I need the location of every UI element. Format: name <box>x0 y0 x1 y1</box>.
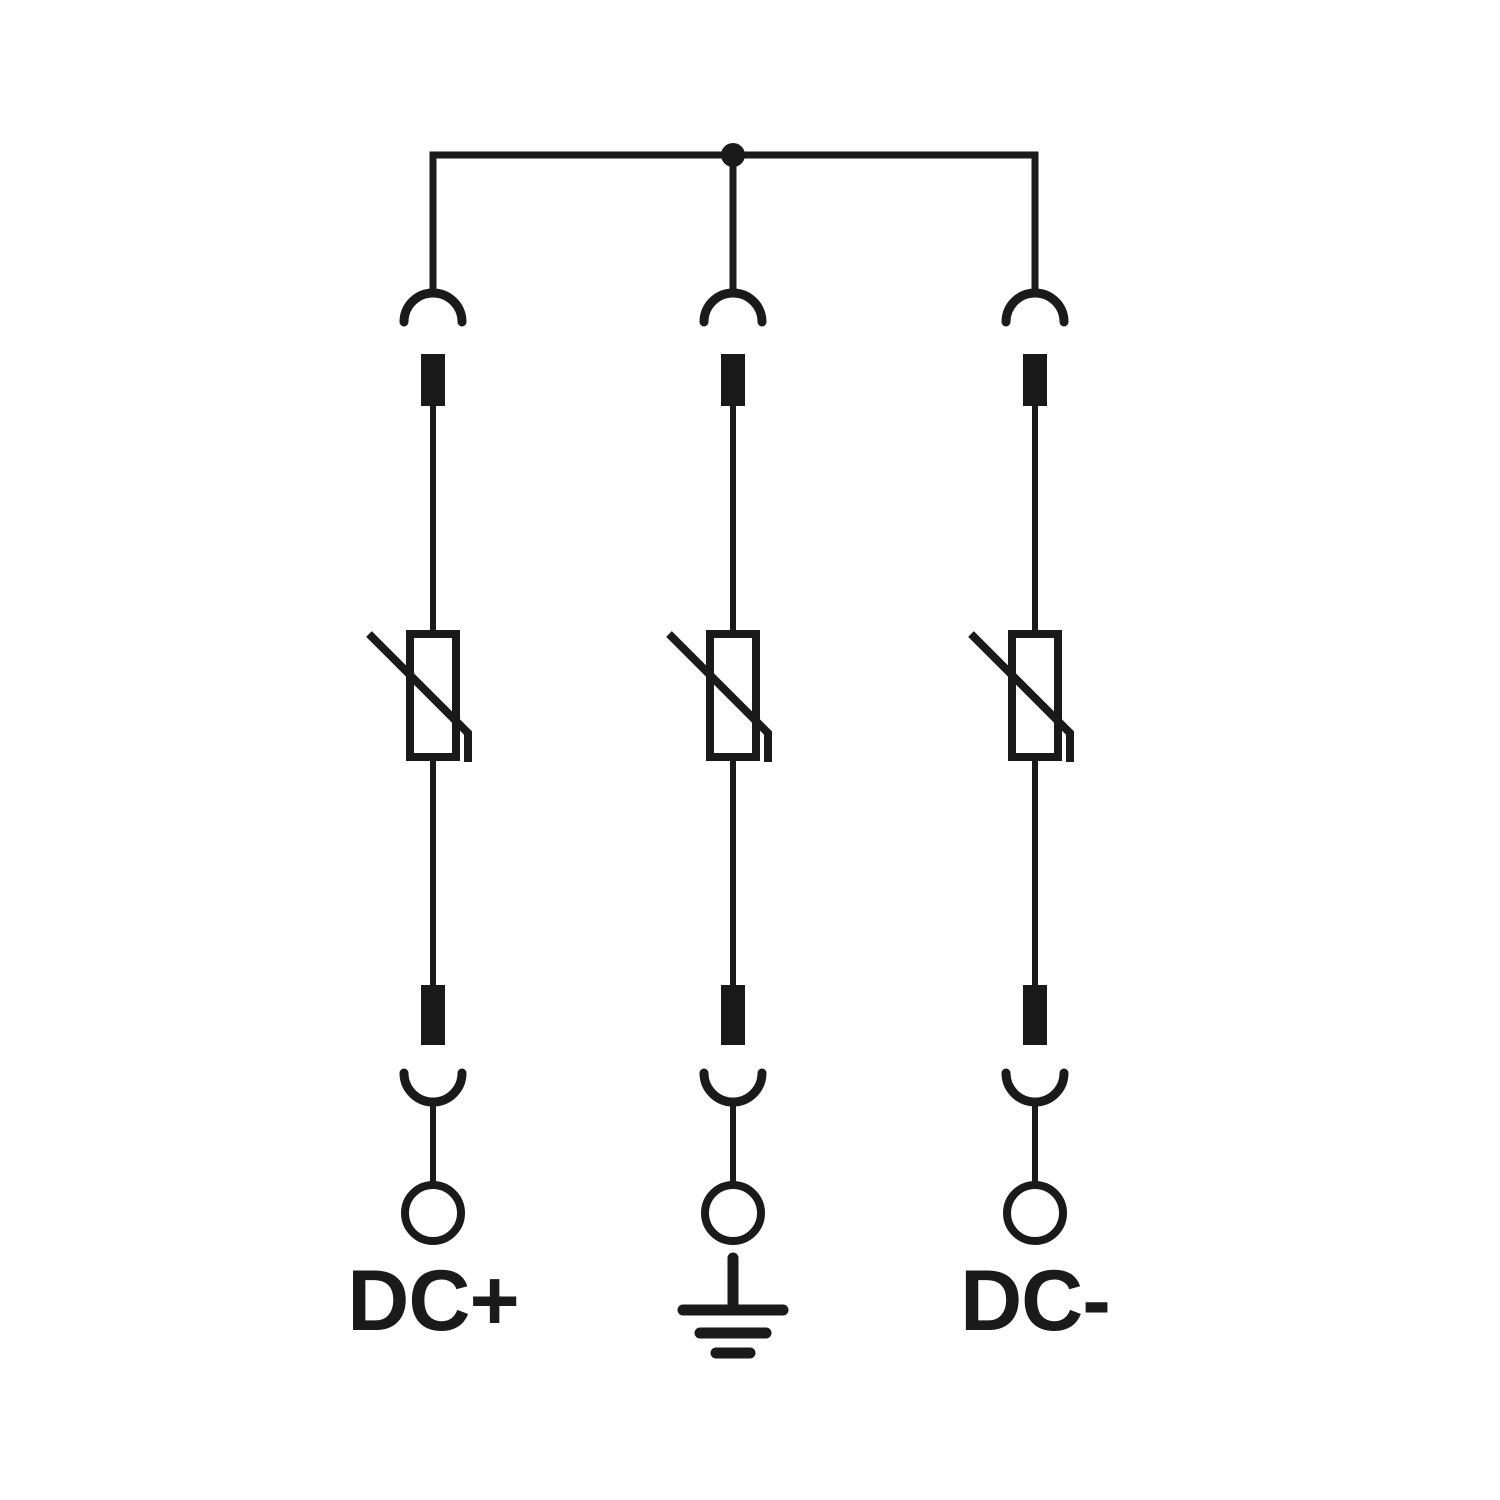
top-busbar-group <box>429 143 1039 293</box>
varistor-slash-dc-minus <box>968 631 1074 762</box>
plug-blade-contact-top-dc-minus <box>1023 354 1047 406</box>
terminal-circle-dc-minus <box>1003 1181 1067 1245</box>
label-dc-minus: DC- <box>960 1253 1110 1349</box>
branch-dc-plus <box>366 288 472 1245</box>
plug-blade-contact-bottom-dc-plus <box>421 985 445 1045</box>
earth-ground-symbol <box>677 1252 789 1359</box>
plug-blade-contact-top-dc-plus <box>421 354 445 406</box>
plug-socket-contact-bottom-earth <box>699 1068 767 1107</box>
branch-dc-minus <box>968 288 1074 1245</box>
busbar-junction-node <box>721 143 745 167</box>
plug-socket-contact-bottom-dc-minus <box>1001 1068 1069 1107</box>
plug-socket-contact-top-dc-minus <box>1001 288 1069 327</box>
plug-socket-contact-bottom-dc-plus <box>399 1068 467 1107</box>
varistor-slash-earth <box>666 631 772 762</box>
terminal-circle-earth <box>701 1181 765 1245</box>
branch-earth <box>666 288 789 1359</box>
label-dc-plus: DC+ <box>347 1253 518 1349</box>
terminal-circle-dc-plus <box>401 1181 465 1245</box>
plug-socket-contact-top-earth <box>699 288 767 327</box>
varistor-slash-dc-plus <box>366 631 472 762</box>
plug-blade-contact-bottom-earth <box>721 985 745 1045</box>
plug-blade-contact-top-earth <box>721 354 745 406</box>
plug-socket-contact-top-dc-plus <box>399 288 467 327</box>
plug-blade-contact-bottom-dc-minus <box>1023 985 1047 1045</box>
